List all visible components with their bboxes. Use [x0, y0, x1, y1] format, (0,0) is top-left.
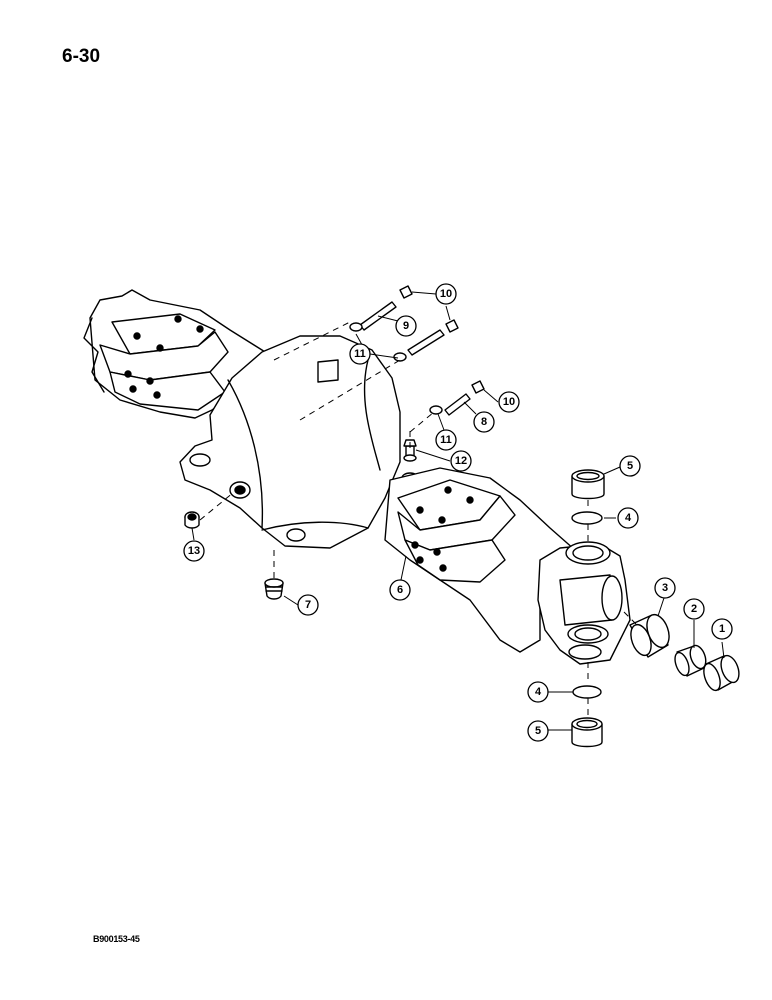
svg-text:1: 1 [719, 623, 725, 635]
assembly-lines [199, 321, 637, 716]
svg-text:2: 2 [691, 603, 697, 615]
seal-3 [629, 613, 670, 658]
axle-left-arm [83, 289, 281, 419]
callout-8: 8 [473, 411, 495, 433]
svg-text:11: 11 [354, 348, 366, 360]
svg-text:8: 8 [481, 416, 487, 428]
svg-text:10: 10 [503, 396, 515, 408]
stud-8 [429, 380, 485, 416]
callout-3: 3 [654, 577, 676, 599]
seal-1 [703, 654, 740, 692]
callout-6: 6 [389, 579, 411, 601]
callout-11-lower: 11 [435, 429, 457, 451]
svg-text:6: 6 [397, 584, 403, 596]
callout-4-top: 4 [617, 507, 639, 529]
shim-4-top [571, 511, 603, 525]
shim-4-bottom [572, 685, 602, 699]
plug-13 [184, 511, 200, 529]
bushing-5-top [571, 469, 605, 500]
callout-11-upper: 11 [349, 343, 371, 365]
knuckle-housing [537, 541, 631, 665]
svg-text:13: 13 [188, 545, 200, 557]
callout-10-lower: 10 [498, 391, 520, 413]
callout-7: 7 [297, 594, 319, 616]
differential-housing [179, 335, 419, 549]
svg-text:9: 9 [403, 320, 409, 332]
svg-text:11: 11 [440, 434, 452, 446]
callout-5-bottom: 5 [527, 720, 549, 742]
callout-13: 13 [183, 540, 205, 562]
svg-text:12: 12 [455, 455, 467, 467]
svg-text:5: 5 [535, 725, 541, 737]
callout-5-top: 5 [619, 455, 641, 477]
svg-text:10: 10 [440, 288, 452, 300]
breather-7 [264, 578, 284, 600]
svg-text:4: 4 [625, 512, 632, 524]
stud-9-lower [393, 319, 459, 362]
figure-code: B900153-45 [93, 934, 140, 944]
callout-1: 1 [711, 618, 733, 640]
svg-text:7: 7 [305, 599, 311, 611]
axle-right-arm [384, 467, 576, 653]
svg-text:5: 5 [627, 460, 633, 472]
callout-12: 12 [450, 450, 472, 472]
callout-2: 2 [683, 598, 705, 620]
callout-9: 9 [395, 315, 417, 337]
page-number: 6-30 [62, 46, 101, 67]
callout-10-upper: 10 [435, 283, 457, 305]
bushing-5-bottom [571, 717, 603, 748]
svg-text:4: 4 [535, 686, 542, 698]
callout-4-bottom: 4 [527, 681, 549, 703]
svg-text:3: 3 [662, 582, 668, 594]
